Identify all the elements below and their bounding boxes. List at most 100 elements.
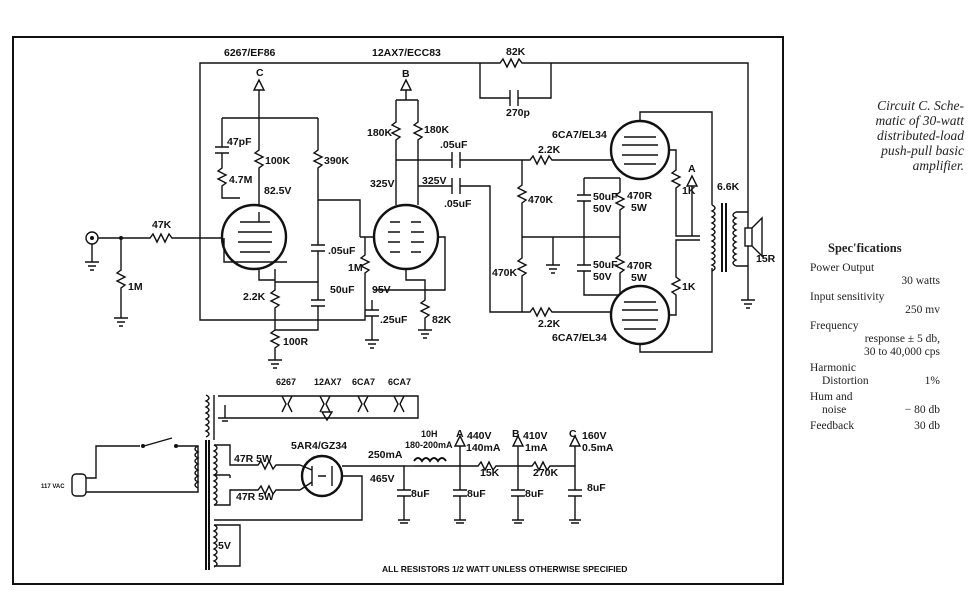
label-50uf-cathode: 50uF — [330, 284, 355, 296]
rectifier-heater-winding — [212, 524, 241, 568]
tube-12ax7 — [372, 203, 440, 271]
label-160v: 160V — [582, 430, 607, 442]
pentode-cathode-resistors — [268, 269, 282, 369]
spec-label: Frequency — [810, 320, 859, 332]
pentode-cathode-wire — [258, 269, 275, 281]
node-b-bottom: B — [512, 428, 520, 440]
node-c-rail — [222, 90, 318, 119]
dropper-15k — [460, 460, 525, 524]
heater-ct-icon — [320, 411, 334, 422]
spec-frequency: Frequency response ± 5 db, 30 to 40,000 … — [810, 320, 940, 359]
pentode-screen-network — [215, 118, 240, 199]
label-1k-b: 1K — [682, 281, 696, 293]
output-transformer-secondary — [732, 211, 738, 267]
filter-cap-a — [446, 465, 467, 524]
heater-label: 12AX7 — [314, 377, 342, 387]
label-100k: 100K — [265, 155, 291, 167]
output-plate-top-wire — [639, 111, 713, 205]
output-plate-bottom-wire — [639, 268, 713, 353]
tube-ef86 — [220, 203, 288, 271]
schematic-frame — [12, 36, 784, 585]
label-8uf-b: 8uF — [467, 488, 486, 500]
spec-value: response ± 5 db, — [864, 333, 940, 345]
spec-label: Input sensitivity — [810, 291, 885, 303]
label-15k: 15K — [480, 467, 500, 479]
hv-feed-b — [214, 484, 300, 506]
tube-gz34-electrodes — [214, 464, 363, 521]
label-8uf-c: 8uF — [525, 488, 544, 500]
pi-grid-resistor — [359, 236, 374, 290]
bias-ground-wire — [522, 236, 620, 274]
label-117vac: 117 VAC — [41, 484, 65, 490]
grid-leak-1m — [114, 238, 128, 327]
specs-table: Power Output 30 watts Input sensitivity … — [810, 262, 940, 436]
feedback-return-wire — [199, 237, 366, 321]
node-c-top: C — [256, 67, 264, 79]
coupling-cap-top — [396, 152, 525, 168]
label-390k: 390K — [324, 155, 350, 167]
feedback-wire — [199, 62, 480, 237]
label-50uf-a: 50uF — [593, 191, 618, 203]
label-05uf-bottom: .05uF — [444, 198, 472, 210]
label-180k-a: 180K — [367, 127, 393, 139]
pi-plate-load-a — [390, 100, 402, 205]
spec-value: 30 watts — [901, 275, 940, 287]
spec-value: 30 db — [914, 420, 940, 432]
grid-stopper-top — [525, 154, 612, 166]
dropper-270k — [518, 460, 582, 524]
pi-tail-resistor — [405, 269, 432, 339]
power-transformer-core — [205, 440, 210, 570]
label-50v-a: 50V — [593, 203, 612, 215]
tube-label-output-top: 6CA7/EL34 — [552, 129, 607, 141]
pi-plate-load-b — [412, 100, 424, 205]
label-8uf-a: 8uF — [411, 488, 430, 500]
pentode-plate-load — [253, 118, 265, 212]
spec-feedback: Feedback 30 db — [810, 420, 940, 433]
node-c-supply-arrow — [568, 434, 582, 466]
node-b-rail — [396, 90, 418, 101]
speaker-icon — [744, 227, 753, 247]
spec-inline-row: noise − 80 db — [810, 404, 940, 417]
label-8uf-d: 8uF — [587, 482, 606, 494]
label-5w-a: 5W — [631, 202, 647, 214]
label-2k2-grid-top: 2.2K — [538, 144, 561, 156]
caption-line: push-pull basic — [881, 143, 964, 158]
heater-string — [218, 395, 419, 422]
mains-primary — [194, 445, 200, 489]
node-b-top: B — [402, 68, 410, 80]
node-c-bottom: C — [569, 428, 577, 440]
speaker-cone-icon — [751, 216, 763, 258]
mains-plug-icon — [71, 473, 87, 497]
input-resistor-47k — [98, 232, 224, 244]
label-470r-b: 470R — [627, 260, 653, 272]
pentode-suppressor-wire — [223, 238, 287, 263]
label-5v: 5V — [218, 540, 231, 552]
label-5w-b: 5W — [631, 272, 647, 284]
node-b-arrow — [399, 78, 413, 91]
spec-label: noise — [822, 404, 847, 416]
spec-hum-noise: Hum and noise − 80 db — [810, 391, 940, 417]
resistor-note: ALL RESISTORS 1/2 WATT UNLESS OTHERWISE … — [382, 564, 627, 574]
spec-label: Hum and — [810, 391, 853, 403]
label-250ma: 250mA — [368, 449, 403, 461]
caption-line: matic of 30-watt — [875, 113, 965, 128]
coupling-cap-bottom — [418, 178, 525, 313]
label-1m-input: 1M — [128, 281, 143, 293]
spec-value: 1% — [924, 375, 940, 387]
spec-label: Power Output — [810, 262, 875, 274]
label-180k-b: 180K — [424, 124, 450, 136]
grid-leak-470k-pair — [516, 160, 528, 312]
input-jack-pin — [90, 236, 94, 240]
pentode-cathode-bypass — [275, 281, 325, 331]
mains-wiring — [86, 445, 199, 493]
label-6k6: 6.6K — [717, 181, 740, 193]
label-15r: 15R — [756, 253, 776, 265]
heater-labels: 6267 12AX7 6CA7 6CA7 — [276, 377, 411, 387]
tube-el34-top — [609, 119, 671, 181]
output-transformer-core — [721, 203, 727, 272]
node-b-supply-arrow — [511, 434, 525, 466]
tube-label-phase-inverter: 12AX7/ECC83 — [372, 47, 441, 59]
label-0-5ma: 0.5mA — [582, 442, 614, 454]
spec-label: Harmonic — [810, 362, 856, 374]
